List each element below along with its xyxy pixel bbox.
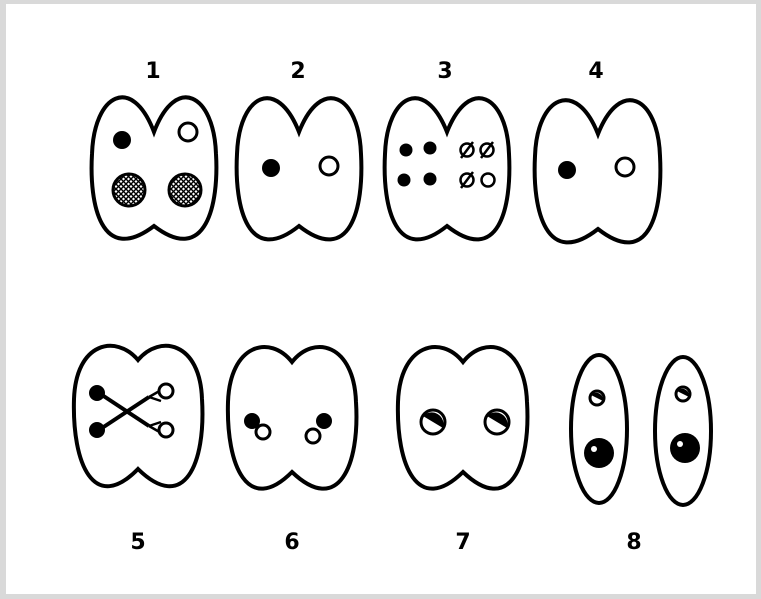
white-chromosome xyxy=(159,384,173,398)
slashed-chromosome xyxy=(461,172,474,188)
black-chromosome xyxy=(316,413,332,429)
panel-1: 1 xyxy=(92,59,217,239)
white-chromosome xyxy=(256,425,270,439)
hatched-nucleus-left xyxy=(113,174,145,206)
black-chromosome xyxy=(400,144,413,157)
panel-label-4: 4 xyxy=(588,59,603,84)
white-chromosome xyxy=(306,429,320,443)
black-chromosome xyxy=(262,159,280,177)
white-chromosome xyxy=(616,158,634,176)
panel-6: 6 xyxy=(228,347,357,555)
panel-7: 7 xyxy=(398,347,528,555)
cell-outline xyxy=(385,98,510,239)
half-filled-nucleus-left xyxy=(421,410,445,434)
white-chromosome xyxy=(320,157,338,175)
half-filled-nucleus-right xyxy=(485,410,509,434)
panel-label-1: 1 xyxy=(145,59,160,84)
panel-5: 5 xyxy=(74,346,203,555)
white-chromosome xyxy=(179,123,197,141)
panel-label-8: 8 xyxy=(626,530,641,555)
black-chromosome xyxy=(89,422,105,438)
panel-label-5: 5 xyxy=(130,530,145,555)
slashed-chromosome xyxy=(481,142,494,158)
panel-8: 8 xyxy=(571,355,711,555)
diagram-frame: 1 2 3 4 xyxy=(6,4,756,594)
hatched-nucleus-right xyxy=(169,174,201,206)
black-chromosome xyxy=(398,174,411,187)
cell-outline xyxy=(74,346,203,486)
white-chromosome xyxy=(159,423,173,437)
cell-outline xyxy=(92,97,217,238)
black-chromosome xyxy=(89,385,105,401)
panel-label-3: 3 xyxy=(437,59,452,84)
daughter-cell-left xyxy=(571,355,627,503)
white-chromosome xyxy=(482,174,495,187)
panel-label-7: 7 xyxy=(455,530,470,555)
panel-label-6: 6 xyxy=(284,530,299,555)
black-chromosome xyxy=(424,142,437,155)
large-nucleus xyxy=(670,433,700,463)
panel-label-2: 2 xyxy=(290,59,305,84)
panel-2: 2 xyxy=(237,59,362,239)
cell-outline xyxy=(535,100,661,242)
cell-outline xyxy=(237,98,362,239)
black-chromosome xyxy=(558,161,576,179)
daughter-cell-right xyxy=(655,357,711,505)
panel-3: 3 xyxy=(385,59,510,239)
black-chromosome xyxy=(424,173,437,186)
panel-4: 4 xyxy=(535,59,661,242)
black-chromosome xyxy=(113,131,131,149)
slashed-chromosome xyxy=(461,142,474,158)
half-filled-small-nucleus xyxy=(676,387,690,401)
half-filled-small-nucleus xyxy=(590,391,604,405)
large-nucleus xyxy=(584,438,614,468)
cell-division-diagram: 1 2 3 4 xyxy=(6,4,756,594)
